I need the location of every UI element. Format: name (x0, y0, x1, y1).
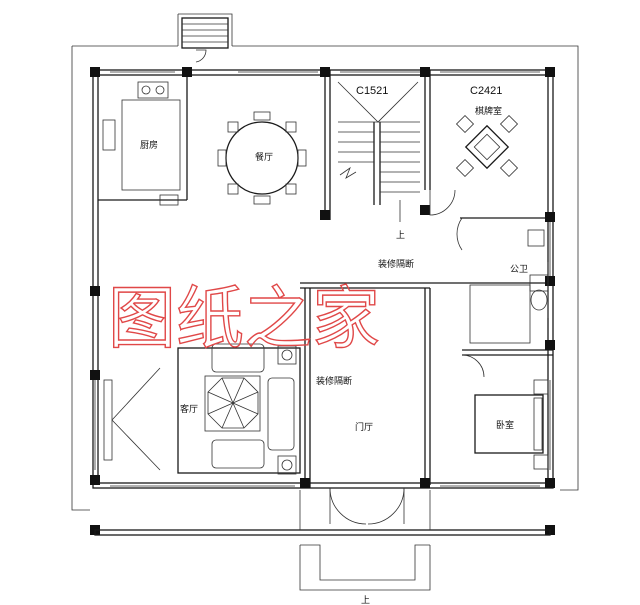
room-label-living: 客厅 (180, 403, 198, 415)
dining-table (217, 111, 307, 205)
room-label-foyer: 门厅 (355, 421, 373, 433)
room-label-dining: 餐厅 (255, 151, 273, 163)
kitchen-fixtures (102, 81, 181, 206)
windows (94, 71, 551, 487)
interior-walls (98, 70, 553, 488)
chess-table (455, 114, 519, 178)
partition-label-top: 装修隔断 (378, 258, 414, 270)
bedroom-bed (474, 379, 549, 470)
exterior-walls (92, 69, 554, 489)
staircase (337, 81, 420, 222)
window-code-c1521: C1521 (356, 85, 388, 97)
partition-label-mid: 装修隔断 (316, 375, 352, 387)
eave-outline (71, 13, 579, 511)
watermark-text: 图纸之家 (108, 280, 380, 359)
room-label-toilet: 公卫 (510, 264, 528, 275)
window-code-c2421: C2421 (470, 85, 502, 97)
toilet-fixtures (469, 229, 549, 344)
doors (195, 49, 485, 525)
room-label-chess: 棋牌室 (475, 105, 502, 117)
flue (181, 17, 229, 49)
living-furniture (103, 343, 301, 475)
room-label-kitchen: 厨房 (140, 139, 158, 151)
entry-up-label: 上 (361, 595, 370, 605)
stair-up-label: 上 (396, 230, 405, 241)
front-porch (94, 490, 551, 591)
room-label-bedroom: 卧室 (496, 419, 514, 431)
